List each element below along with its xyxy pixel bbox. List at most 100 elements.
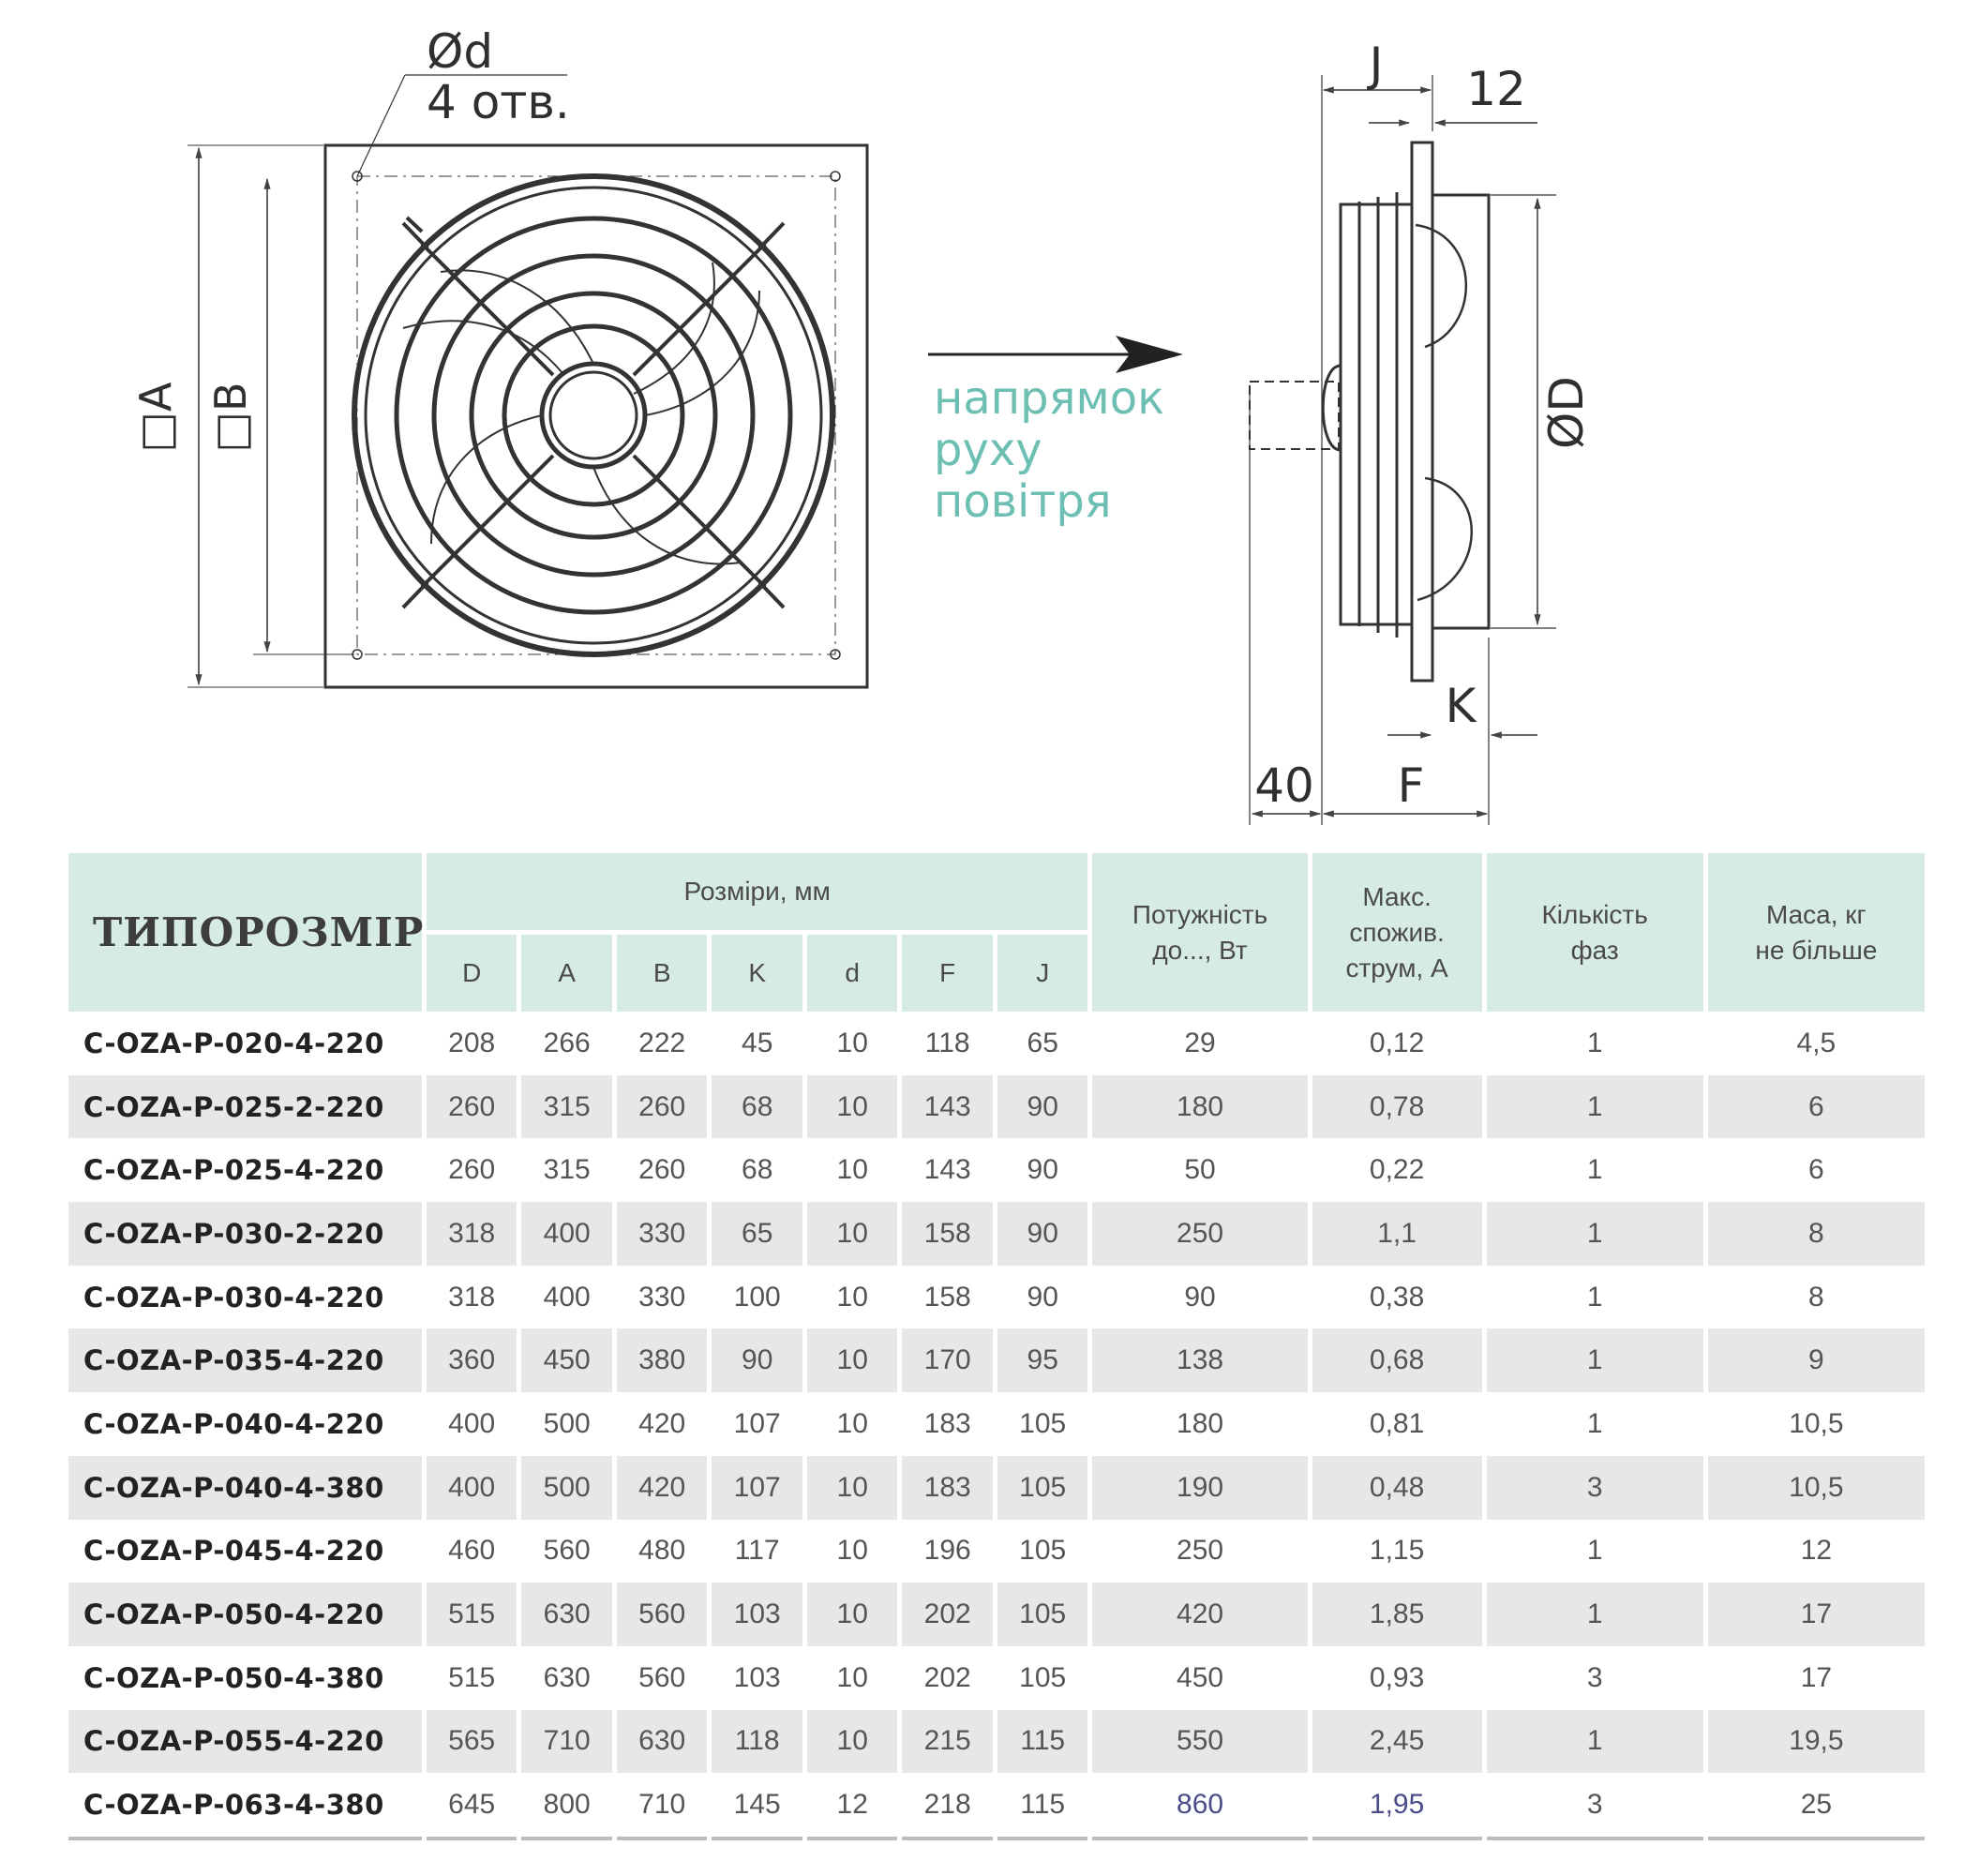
cell-mass: 9 bbox=[1707, 1328, 1925, 1393]
guard-spokes bbox=[420, 242, 767, 589]
cell-phases: 1 bbox=[1486, 1583, 1703, 1646]
cell-current: 0,12 bbox=[1369, 1027, 1425, 1058]
cell-a: 400 bbox=[543, 1281, 591, 1313]
cell-a: 450 bbox=[521, 1328, 612, 1393]
cell-b: 480 bbox=[638, 1535, 686, 1567]
cell-f: 215 bbox=[902, 1709, 993, 1774]
dim-label-12: 12 bbox=[1466, 62, 1526, 116]
header-dim-col: F bbox=[902, 930, 993, 1012]
cell-model: C-OZA-P-020-4-220 bbox=[83, 1027, 384, 1059]
cell-d: 12 bbox=[806, 1773, 898, 1840]
cell-f: 118 bbox=[924, 1027, 970, 1058]
header-mass-line: Маса, кг bbox=[1765, 899, 1867, 929]
dim-label-40: 40 bbox=[1254, 758, 1314, 813]
cell-phases: 1 bbox=[1486, 1709, 1703, 1774]
cell-j: 105 bbox=[1019, 1535, 1067, 1567]
cell-d: 10 bbox=[836, 1535, 868, 1567]
dim-label-hole-diameter: Ød bbox=[427, 24, 493, 79]
cell-k: 118 bbox=[712, 1709, 802, 1774]
cell-mass: 6 bbox=[1808, 1154, 1824, 1186]
cell-b: 560 bbox=[638, 1661, 686, 1693]
mounting-hole bbox=[830, 171, 841, 182]
cell-current: 0,78 bbox=[1312, 1074, 1482, 1139]
motor-hub bbox=[539, 361, 648, 470]
cell-b: 560 bbox=[616, 1583, 708, 1646]
cell-model: C-OZA-P-025-4-220 bbox=[83, 1154, 384, 1187]
airflow-caption: напрямок руху повітря bbox=[934, 373, 1215, 528]
cell-d: 10 bbox=[836, 1027, 868, 1058]
cell-j: 90 bbox=[997, 1074, 1088, 1139]
guard-ring bbox=[502, 323, 685, 507]
cell-power: 250 bbox=[1092, 1202, 1308, 1266]
cell-mass: 25 bbox=[1707, 1773, 1925, 1840]
cell-k: 107 bbox=[712, 1455, 802, 1520]
motor-profile bbox=[1321, 364, 1342, 452]
mounting-hole bbox=[352, 171, 363, 182]
cell-phases: 3 bbox=[1586, 1661, 1603, 1693]
cell-phases: 3 bbox=[1486, 1455, 1703, 1520]
header-model: ТИПОРОЗМІР bbox=[68, 853, 423, 1012]
cell-mass: 19,5 bbox=[1707, 1709, 1925, 1774]
airflow-arrowhead bbox=[1116, 336, 1183, 373]
cell-b: 330 bbox=[638, 1281, 686, 1313]
mounting-plate bbox=[323, 143, 869, 689]
header-dim-col: D bbox=[426, 930, 517, 1012]
cell-phases: 1 bbox=[1486, 1328, 1703, 1393]
cell-a: 266 bbox=[543, 1027, 591, 1058]
cell-d: 10 bbox=[836, 1281, 868, 1313]
airflow-caption-line: повітря bbox=[934, 475, 1112, 528]
cell-k: 45 bbox=[742, 1027, 773, 1058]
cell-f: 218 bbox=[902, 1773, 993, 1840]
cell-model: C-OZA-P-040-4-380 bbox=[68, 1455, 422, 1520]
header-dimensions: Розміри, мм bbox=[426, 853, 1088, 930]
cell-current: 2,45 bbox=[1312, 1709, 1482, 1774]
cell-current: 1,15 bbox=[1369, 1535, 1425, 1567]
side-housing bbox=[1431, 193, 1491, 630]
cell-power: 180 bbox=[1092, 1074, 1308, 1139]
cell-power: 180 bbox=[1177, 1407, 1224, 1439]
cell-phases: 1 bbox=[1586, 1154, 1603, 1186]
cell-a: 630 bbox=[543, 1661, 591, 1693]
cell-mass: 17 bbox=[1800, 1661, 1833, 1693]
guard-ring bbox=[352, 173, 835, 657]
dim-label-b: □B bbox=[205, 382, 256, 452]
cell-k: 65 bbox=[712, 1202, 802, 1266]
cell-f: 158 bbox=[902, 1202, 993, 1266]
dim-label-outer-diameter: ØD bbox=[1539, 376, 1594, 449]
cell-k: 103 bbox=[712, 1583, 802, 1646]
header-phases: Кількість фаз bbox=[1486, 853, 1703, 1012]
guard-frame bbox=[1339, 203, 1414, 626]
cell-power: 29 bbox=[1184, 1027, 1216, 1058]
cell-j: 115 bbox=[997, 1709, 1088, 1774]
header-dim-col: J bbox=[997, 930, 1088, 1012]
cell-d: 400 bbox=[448, 1407, 496, 1439]
cell-model: C-OZA-P-025-2-220 bbox=[68, 1074, 422, 1139]
cell-current: 0,48 bbox=[1312, 1455, 1482, 1520]
specification-table: ТИПОРОЗМІР Розміри, мм Потужність до...,… bbox=[64, 853, 1929, 1840]
cell-phases: 1 bbox=[1486, 1202, 1703, 1266]
cell-current: 1,85 bbox=[1312, 1583, 1482, 1646]
guard-ring bbox=[364, 186, 823, 645]
header-phases-line: фаз bbox=[1570, 935, 1619, 965]
cell-model: C-OZA-P-063-4-380 bbox=[68, 1773, 422, 1840]
header-phases-line: Кількість bbox=[1541, 899, 1648, 929]
cell-d: 565 bbox=[426, 1709, 517, 1774]
cell-phases: 1 bbox=[1586, 1027, 1603, 1058]
cell-f: 158 bbox=[923, 1281, 971, 1313]
cell-model: C-OZA-P-030-2-220 bbox=[68, 1202, 422, 1266]
header-current: Макс. спожив. струм, А bbox=[1312, 853, 1482, 1012]
cell-d: 208 bbox=[448, 1027, 496, 1058]
dim-label-k: K bbox=[1446, 679, 1477, 733]
cell-current: 0,38 bbox=[1369, 1281, 1425, 1313]
cell-phases: 3 bbox=[1486, 1773, 1703, 1840]
cell-phases: 1 bbox=[1586, 1407, 1603, 1439]
cell-d: 260 bbox=[448, 1154, 496, 1186]
cell-j: 95 bbox=[997, 1328, 1088, 1393]
